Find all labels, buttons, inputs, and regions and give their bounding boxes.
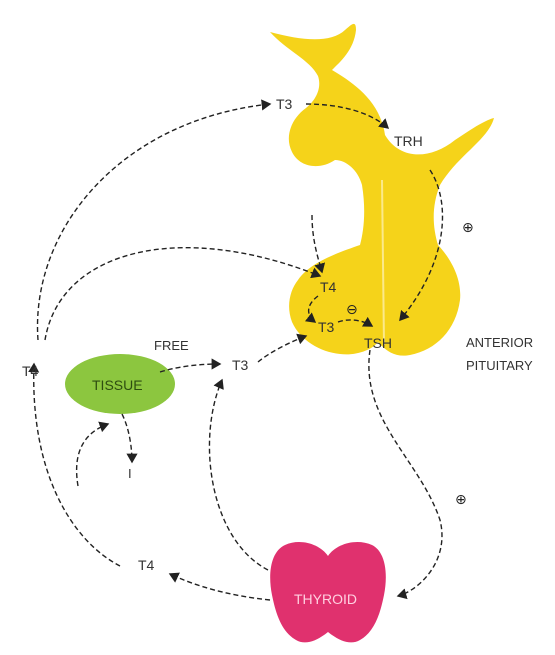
arrow-t4-to-pituitary-t4	[45, 248, 320, 340]
arrow-tissue-to-i	[122, 414, 132, 462]
label-t3-top: T3	[276, 96, 293, 112]
label-anterior: ANTERIOR	[466, 335, 533, 350]
arrow-thyroid-to-free-t3	[209, 380, 268, 570]
label-i: I	[128, 466, 132, 481]
label-thyroid: THYROID	[294, 591, 357, 607]
arrow-free-t3-to-pituitary	[258, 336, 306, 362]
stimulate-trh-symbol: ⊕	[462, 220, 474, 236]
arrow-t4-to-tissue	[77, 424, 108, 486]
label-trh: TRH	[394, 133, 423, 149]
label-t3-free: T3	[232, 357, 249, 373]
arrow-thyroid-to-t4	[170, 574, 270, 600]
label-free: FREE	[154, 338, 189, 353]
inhibit-symbol: ⊖	[346, 302, 358, 318]
label-t4-pituitary: T4	[320, 279, 337, 295]
stimulate-tsh-symbol: ⊕	[455, 492, 467, 508]
label-t4-left: T4	[22, 363, 39, 379]
label-pituitary: PITUITARY	[466, 358, 533, 373]
arrow-t4-to-t3-top	[38, 104, 270, 340]
label-tissue: TISSUE	[92, 377, 143, 393]
label-t3-pituitary: T3	[318, 319, 335, 335]
label-t4-bottom: T4	[138, 557, 155, 573]
label-tsh: TSH	[364, 335, 392, 351]
